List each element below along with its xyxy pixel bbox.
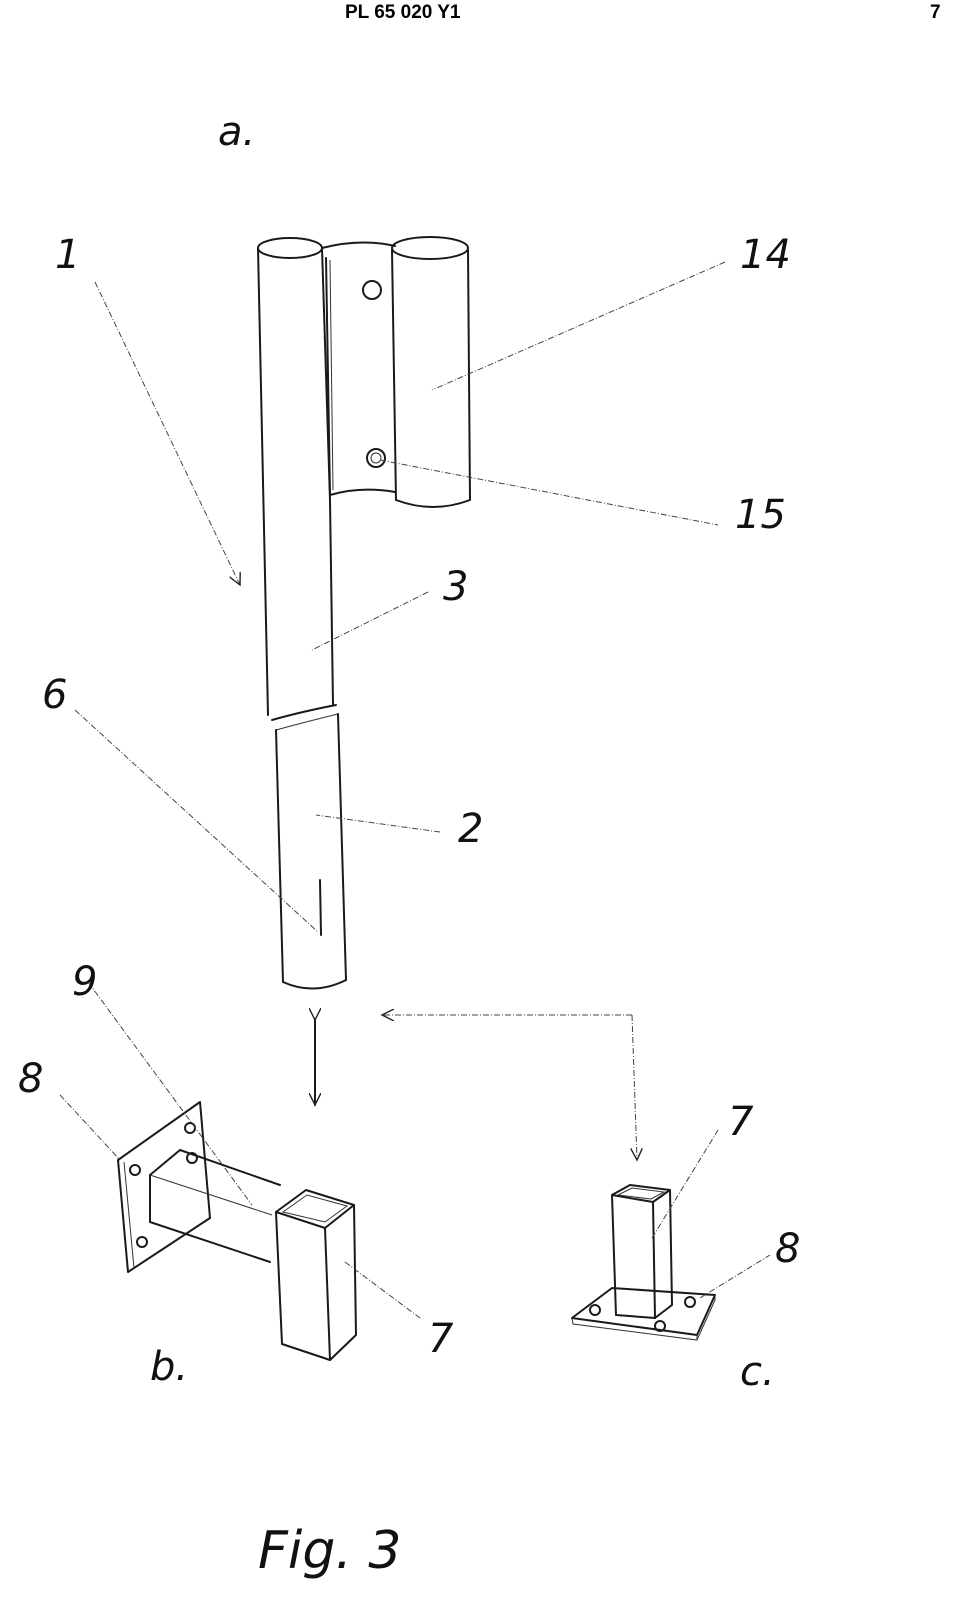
ref-label-7-base: 7 xyxy=(728,1099,754,1145)
floor-base xyxy=(571,1184,716,1341)
document-number: PL 65 020 Y1 xyxy=(345,2,461,23)
ref-label-14: 14 xyxy=(740,232,791,278)
ref-label-8-bracket: 8 xyxy=(18,1056,43,1102)
ref-label-7-bracket: 7 xyxy=(428,1316,454,1362)
ref-label-2: 2 xyxy=(458,806,483,852)
ref-label-1: 1 xyxy=(55,232,80,278)
page-number: 7 xyxy=(930,2,941,23)
ref-label-9: 9 xyxy=(72,959,97,1005)
view-label-b: b. xyxy=(150,1344,188,1390)
ref-label-8-base: 8 xyxy=(775,1226,800,1272)
wall-bracket xyxy=(117,1101,357,1361)
view-label-a: a. xyxy=(218,109,255,155)
ref-label-3: 3 xyxy=(443,564,468,610)
view-label-c: c. xyxy=(740,1349,775,1395)
ref-label-15: 15 xyxy=(735,492,786,538)
ref-label-6: 6 xyxy=(42,672,67,718)
page-header: PL 65 020 Y1 7 xyxy=(0,0,960,40)
post-assembly xyxy=(257,236,471,990)
figure-caption: Fig. 3 xyxy=(258,1521,402,1581)
